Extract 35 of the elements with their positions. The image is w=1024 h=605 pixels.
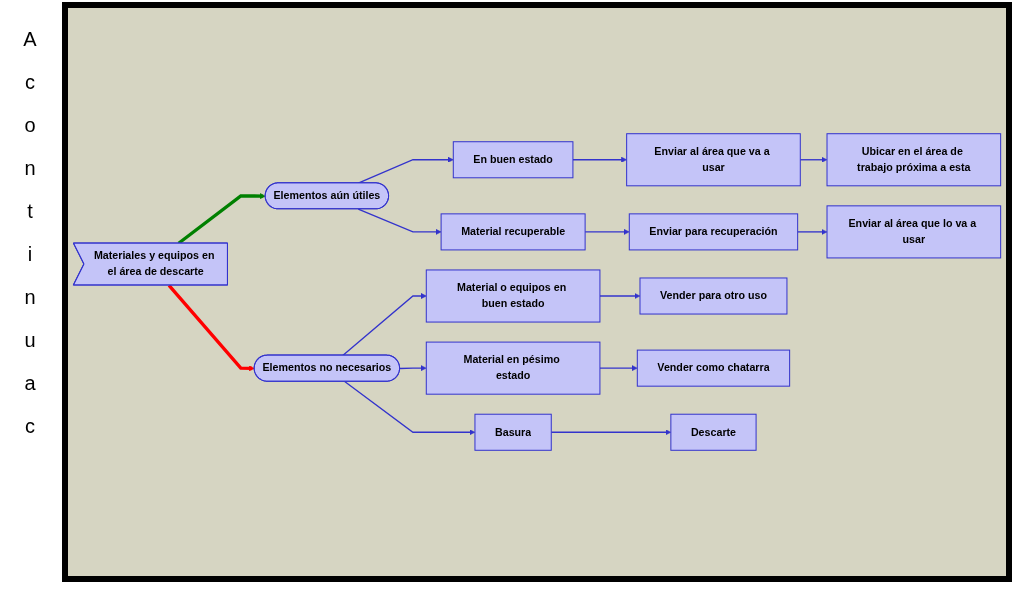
side-letter: A <box>23 27 37 52</box>
arrow <box>344 380 476 436</box>
node-box <box>452 141 574 179</box>
arrow <box>167 284 255 372</box>
node-box <box>636 349 791 387</box>
arrow <box>584 228 630 235</box>
node-box <box>628 213 799 251</box>
node-box <box>626 133 801 187</box>
arrow <box>599 293 641 299</box>
node-box <box>670 413 757 451</box>
side-letter: i <box>27 242 33 267</box>
diagram-panel: Materiales y equipos en el área de descarte Elementos aún útiles En buen estado Enviar al área que va a usar Ubicar en el área de trabajo próxima a esta Material recuperable Enviar para recuperación Enviar al área que lo va a usar Elementos no necesarios Material o equipos en buen estado Vender para otro uso Material en pésimo estado Vender como chatarra Basura Descarte <box>62 2 1012 582</box>
side-letter: t <box>27 199 33 224</box>
side-letter: u <box>24 328 36 353</box>
side-letter: o <box>24 113 36 138</box>
side-letter: c <box>25 70 35 95</box>
node-box <box>474 413 552 451</box>
node-box <box>826 205 1002 259</box>
arrow <box>357 208 442 235</box>
arrow <box>342 293 427 357</box>
side-letter: a <box>24 371 36 396</box>
node-box <box>425 341 601 395</box>
side-letter: n <box>24 285 36 310</box>
side-letter: n <box>24 156 36 181</box>
node-box <box>639 277 788 315</box>
arrow <box>572 156 627 163</box>
side-letter: c <box>25 414 35 439</box>
arrow <box>550 429 672 436</box>
node-box <box>425 269 601 323</box>
arrow <box>797 228 828 235</box>
node-box <box>826 133 1002 187</box>
node-box <box>440 213 586 251</box>
arrow <box>799 156 828 163</box>
arrow <box>599 365 638 372</box>
arrow <box>399 365 427 372</box>
